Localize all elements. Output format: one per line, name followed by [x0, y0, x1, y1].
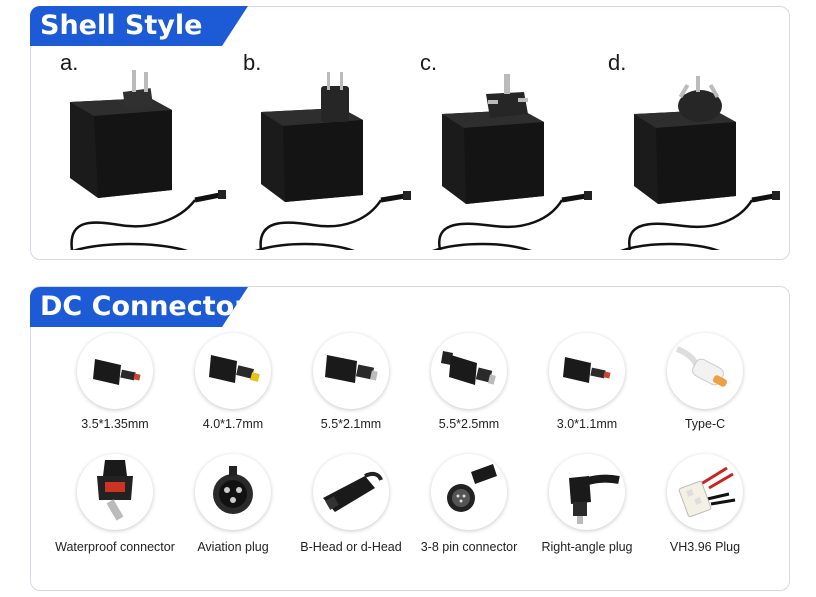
shell-item-label: b.: [243, 50, 262, 75]
connector-label: 4.0*1.7mm: [202, 417, 264, 431]
connector-image: [313, 454, 389, 530]
connector-image: [195, 454, 271, 530]
connector-label: 3.0*1.1mm: [556, 417, 618, 431]
connector-image: [195, 333, 271, 409]
connector-image: [77, 333, 153, 409]
shell-item-d: d.: [608, 50, 788, 250]
connector-label: Type-C: [684, 417, 726, 431]
connector-image: [549, 333, 625, 409]
connector-label: 3.5*1.35mm: [81, 417, 149, 431]
shell-style-title: Shell Style: [30, 6, 248, 46]
connector-image: [313, 333, 389, 409]
shell-item-c: c.: [420, 50, 600, 250]
shell-item-b: b.: [243, 50, 423, 250]
uk-plug-adapter-image: [432, 74, 592, 250]
connector-image: [77, 454, 153, 530]
dc-connector-panel: [30, 286, 790, 591]
connector-label: Right-angle plug: [541, 540, 633, 554]
connector-image: [667, 454, 743, 530]
connector-label: 5.5*2.5mm: [438, 417, 500, 431]
connector-image: [431, 333, 507, 409]
connector-label: VH3.96 Plug: [669, 540, 741, 554]
connector-label: 3-8 pin connector: [420, 540, 518, 554]
connector-label: 5.5*2.1mm: [320, 417, 382, 431]
eu-plug-adapter-image: [255, 72, 411, 250]
shell-item-label: d.: [608, 50, 627, 75]
shell-item-label: a.: [60, 50, 79, 75]
shell-item-label: c.: [420, 50, 438, 75]
shell-item-a: a.: [60, 50, 240, 250]
connector-label: B-Head or d-Head: [300, 540, 402, 554]
connector-image: [549, 454, 625, 530]
au-plug-adapter-image: [620, 76, 780, 250]
connector-image: [667, 333, 743, 409]
connector-label: Waterproof connector: [55, 540, 175, 554]
us-plug-adapter-image: [70, 70, 226, 250]
dc-connector-title: DC Connector: [30, 287, 248, 327]
connector-label: Aviation plug: [197, 540, 269, 554]
connector-image: [431, 454, 507, 530]
